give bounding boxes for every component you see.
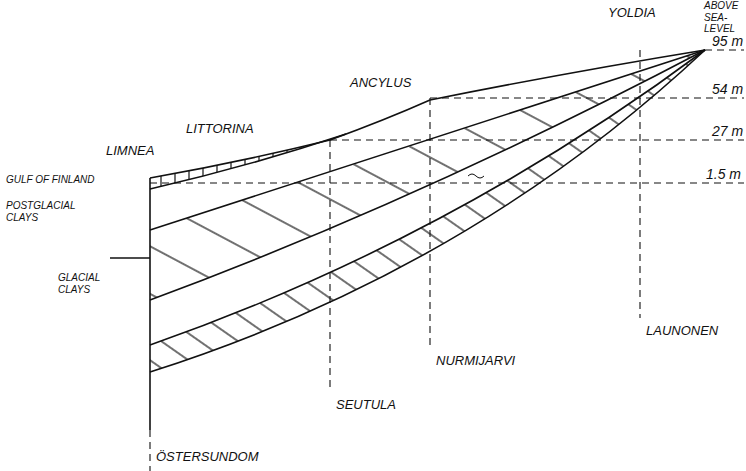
stage-label: ANCYLUS [350,76,411,91]
site-label: ÖSTERSUNDOM [156,450,259,465]
elevation-label: 95 m [712,33,743,49]
stage-label: YOLDIA [608,6,656,21]
site-label: NURMIJARVI [436,354,515,369]
stage-label: LIMNEA [106,144,154,159]
layer-label: POSTGLACIAL CLAYS [6,200,86,223]
stage-label: LITTORINA [186,122,254,137]
place-label: GULF OF FINLAND [6,174,95,186]
layer-label: GLACIAL CLAYS [58,272,114,295]
site-label: SEUTULA [336,398,396,413]
axis-title: ABOVE SEA-LEVEL [704,0,744,35]
elevation-label: 27 m [712,123,743,139]
elevation-label: 54 m [712,81,743,97]
elevation-label: 1.5 m [706,166,741,182]
site-label: LAUNONEN [646,324,718,339]
